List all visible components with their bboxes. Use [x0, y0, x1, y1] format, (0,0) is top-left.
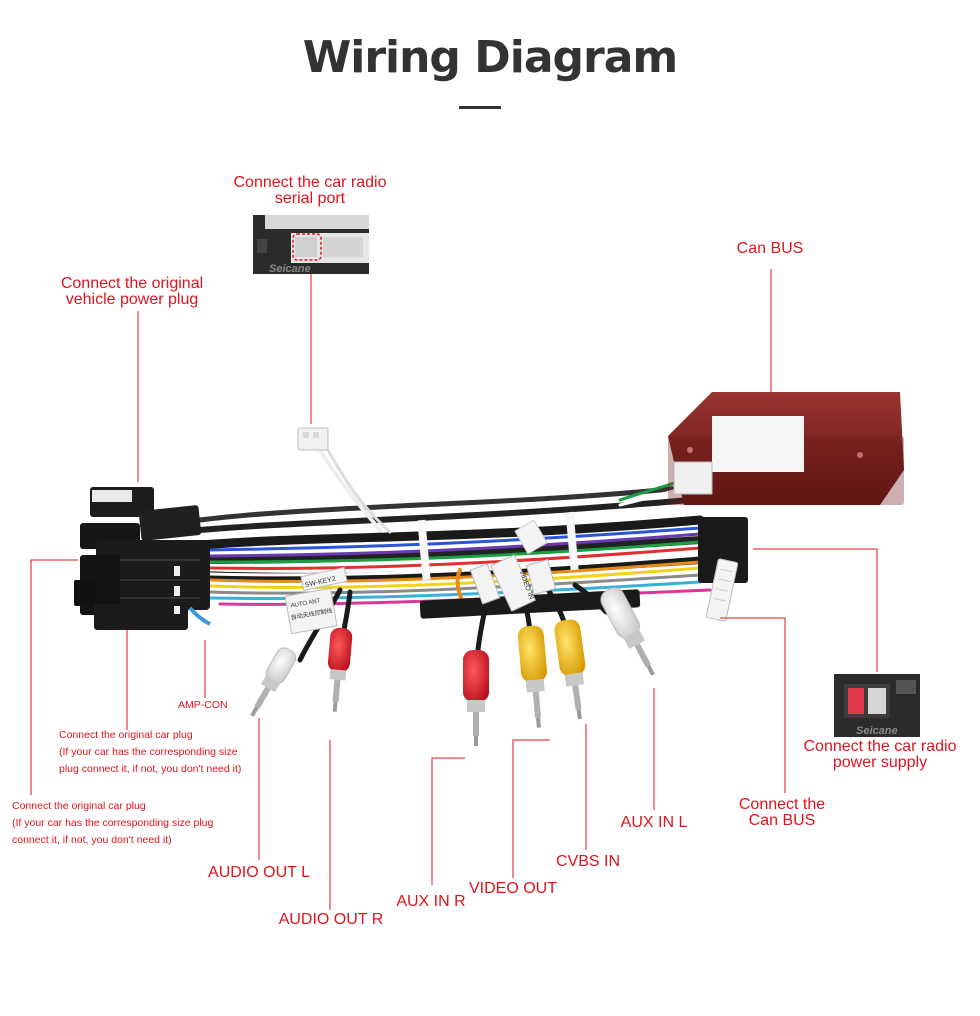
rca-audio-out-r — [327, 627, 353, 712]
power-supply-thumbnail: Seicane — [834, 674, 920, 737]
label-amp-con: AMP-CON — [178, 699, 228, 711]
serial-port-thumbnail: Seicane — [253, 215, 369, 274]
title-underline — [459, 106, 501, 109]
amp-con-wire — [188, 606, 211, 626]
svg-text:Seicane: Seicane — [856, 725, 898, 737]
label-can-bus: Can BUS — [736, 240, 804, 257]
label-aux-in-r: AUX IN R — [396, 893, 466, 910]
ribbon-cable — [419, 589, 641, 619]
leader-lines — [30, 269, 878, 910]
power-supply-photo: Seicane — [834, 674, 920, 737]
label-serial-port: Connect the car radio serial port — [233, 174, 387, 207]
label-aux-in-l: AUX IN L — [620, 814, 688, 831]
radio-power-connector — [705, 558, 739, 622]
label-original-car-plug-2: Connect the original car plug (If your c… — [12, 800, 214, 846]
serial-port-connector — [297, 427, 329, 451]
label-audio-out-r: AUDIO OUT R — [278, 911, 384, 928]
serial-port-photo: Seicane — [253, 215, 369, 274]
rca-cvbs-in — [554, 619, 586, 720]
label-cvbs-in: CVBS IN — [555, 853, 620, 870]
label-radio-power-supply: Connect the car radio power supply — [803, 738, 957, 771]
label-original-car-plug-1: Connect the original car plug (If your c… — [59, 729, 242, 775]
rca-video-out — [517, 625, 547, 728]
vehicle-power-plugs — [74, 487, 210, 630]
label-audio-out-l: AUDIO OUT L — [208, 864, 310, 881]
label-connect-can-bus: Connect the Can BUS — [738, 796, 826, 829]
rca-audio-out-l — [250, 647, 297, 717]
wire-labels: AUTO ANT 自动天线控制线 VIDEO IN SW-KEY2 — [284, 511, 579, 635]
rca-aux-in-r — [463, 650, 489, 746]
page-title: Wiring Diagram — [302, 32, 679, 83]
label-original-power-plug: Connect the original vehicle power plug — [60, 275, 204, 308]
svg-text:AUTO ANT: AUTO ANT — [290, 598, 321, 609]
rca-aux-in-l — [600, 587, 655, 676]
can-bus-module — [668, 392, 904, 505]
label-video-out: VIDEO OUT — [468, 880, 557, 897]
svg-text:Seicane: Seicane — [269, 263, 311, 274]
